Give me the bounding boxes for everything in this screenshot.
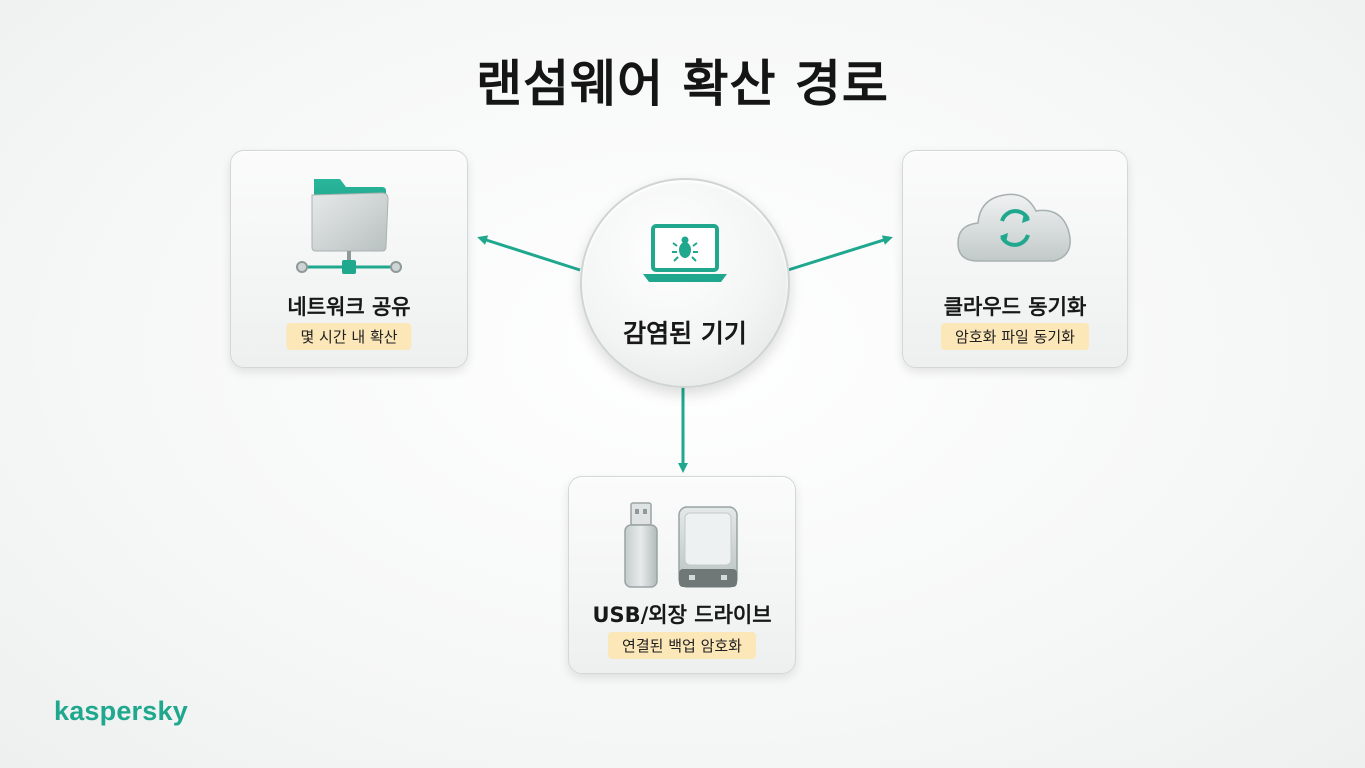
- arrow-to-cloud: [787, 235, 893, 272]
- node-cloud-sync: 클라우드 동기화 암호화 파일 동기화: [902, 150, 1128, 368]
- network-folder-icon: [296, 179, 402, 274]
- usb-drive-icon: [624, 502, 738, 588]
- hub-label: 감염된 기기: [623, 319, 747, 348]
- hub-infected-device: 감염된 기기: [580, 178, 790, 388]
- node-usb-label: USB/외장 드라이브: [592, 603, 772, 627]
- page-title: 랜섬웨어 확산 경로: [476, 55, 889, 113]
- node-usb-badge: 연결된 백업 암호화: [608, 632, 756, 659]
- node-usb-drive: USB/외장 드라이브 연결된 백업 암호화: [568, 476, 796, 674]
- brand-logo: kaspersky: [54, 696, 188, 726]
- cloud-sync-icon: [957, 193, 1071, 262]
- node-network-badge: 몇 시간 내 확산: [286, 323, 412, 350]
- node-cloud-label: 클라우드 동기화: [943, 295, 1087, 319]
- infected-laptop-icon: [643, 224, 727, 282]
- node-network-label: 네트워크 공유: [287, 295, 411, 319]
- arrow-to-network: [477, 235, 581, 272]
- node-cloud-badge: 암호화 파일 동기화: [941, 323, 1089, 350]
- node-network-share: 네트워크 공유 몇 시간 내 확산: [230, 150, 468, 368]
